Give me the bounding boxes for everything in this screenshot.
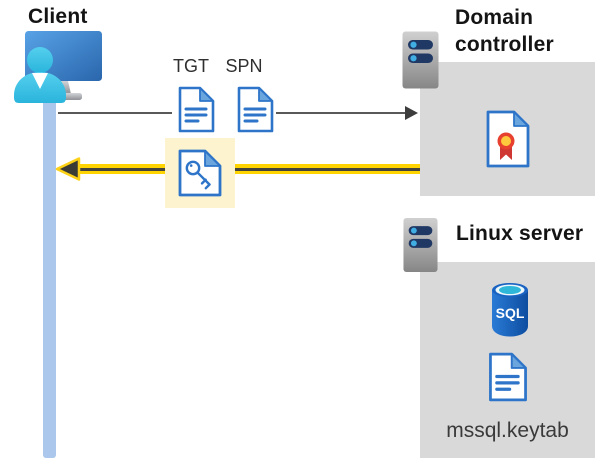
keytab-filename-label: mssql.keytab: [446, 419, 569, 442]
response-arrow-core: [68, 167, 420, 171]
user-at-monitor-icon: [14, 31, 102, 103]
linux-server-label: Linux server: [456, 222, 584, 245]
domain-controller-label: Domain controller: [455, 6, 554, 56]
spn-document-icon: [237, 86, 274, 133]
client-timeline-bar: [43, 94, 56, 458]
keytab-document-icon: [489, 352, 527, 402]
response-arrow-head-icon: [55, 157, 81, 181]
client-label: Client: [28, 5, 88, 28]
tgt-label: TGT: [173, 56, 209, 76]
domain-controller-server-icon: [402, 31, 439, 89]
sql-database-icon: SQL: [492, 283, 528, 337]
spn-label: SPN: [225, 56, 263, 76]
response-arrow-line: [68, 164, 420, 174]
linux-server-icon: [403, 218, 438, 272]
key-document-icon: [178, 149, 222, 197]
sql-database-label: SQL: [496, 305, 525, 321]
request-arrow-head-icon: [405, 106, 418, 120]
certificate-icon: [486, 110, 530, 168]
tgt-document-icon: [178, 86, 215, 133]
